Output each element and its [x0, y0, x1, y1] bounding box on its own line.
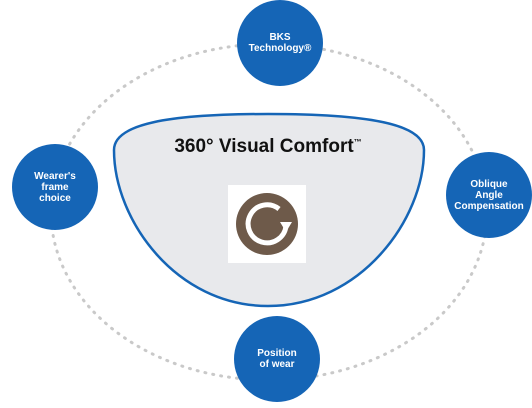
node-position-of-wear: Position of wear — [234, 316, 320, 402]
node-bks-technology: BKS Technology® — [237, 0, 323, 86]
circular-arrow-icon — [228, 185, 306, 263]
node-bks-technology-label: BKS Technology® — [248, 32, 312, 54]
node-oblique-angle-compensation: Oblique Angle Compensation — [446, 152, 532, 238]
trademark-mark: ™ — [353, 137, 362, 147]
node-wearers-frame-choice: Wearer's frame choice — [12, 144, 98, 230]
center-title-text: 360° Visual Comfort — [174, 136, 354, 157]
node-wearers-frame-choice-label: Wearer's frame choice — [34, 170, 76, 204]
node-position-of-wear-label: Position of wear — [257, 348, 297, 370]
node-oblique-angle-compensation-label: Oblique Angle Compensation — [454, 178, 524, 212]
center-title: 360° Visual Comfort™ — [108, 136, 428, 158]
